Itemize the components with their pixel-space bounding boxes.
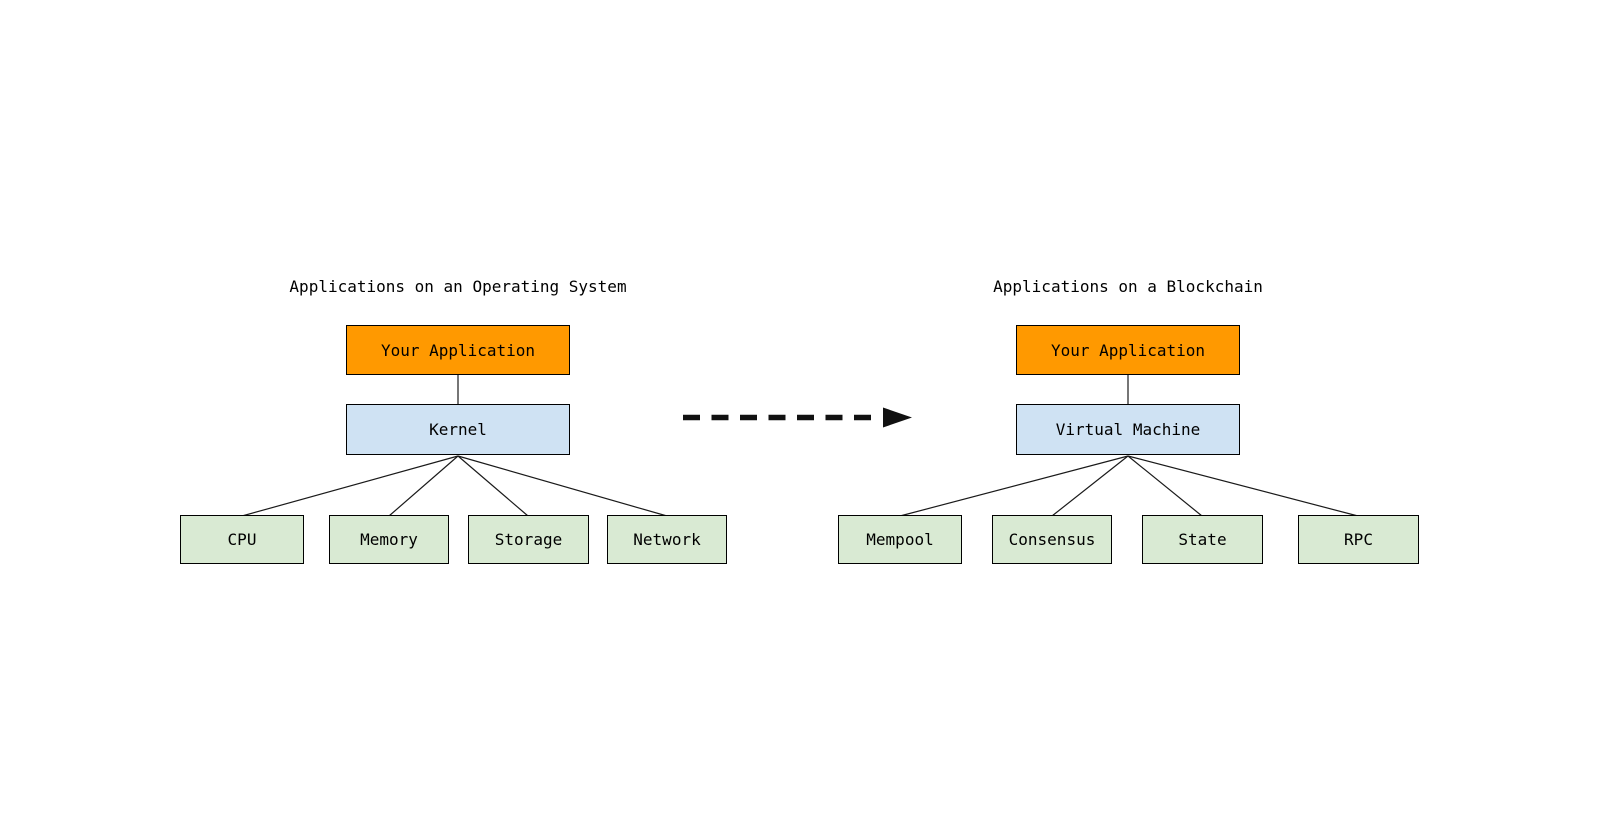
right-vm-to-mempool-connector [899, 455, 1129, 517]
right-vm-to-state-connector [1127, 455, 1203, 517]
right-your-application-box: Your Application [1016, 325, 1240, 375]
left-diagram-title: Applications on an Operating System [289, 277, 627, 296]
left-child-box-memory: Memory [329, 515, 449, 564]
left-kernel-to-network-connector [457, 455, 668, 517]
left-child-box-cpu: CPU [180, 515, 304, 564]
right-child-box-mempool: Mempool [838, 515, 962, 564]
left-your-application-box: Your Application [346, 325, 570, 375]
left-kernel-to-memory-connector [388, 455, 459, 517]
right-virtual-machine-box: Virtual Machine [1016, 404, 1240, 455]
right-vm-to-rpc-connector [1127, 455, 1359, 517]
right-child-box-rpc: RPC [1298, 515, 1419, 564]
left-child-box-storage: Storage [468, 515, 589, 564]
left-child-box-network: Network [607, 515, 727, 564]
left-kernel-to-cpu-connector [241, 455, 459, 517]
right-child-box-consensus: Consensus [992, 515, 1112, 564]
transition-arrow-head-icon [883, 407, 912, 428]
right-vm-to-consensus-connector [1051, 455, 1129, 517]
right-child-box-state: State [1142, 515, 1263, 564]
left-kernel-box: Kernel [346, 404, 570, 455]
left-kernel-to-storage-connector [457, 455, 529, 517]
right-diagram-title: Applications on a Blockchain [993, 277, 1263, 296]
